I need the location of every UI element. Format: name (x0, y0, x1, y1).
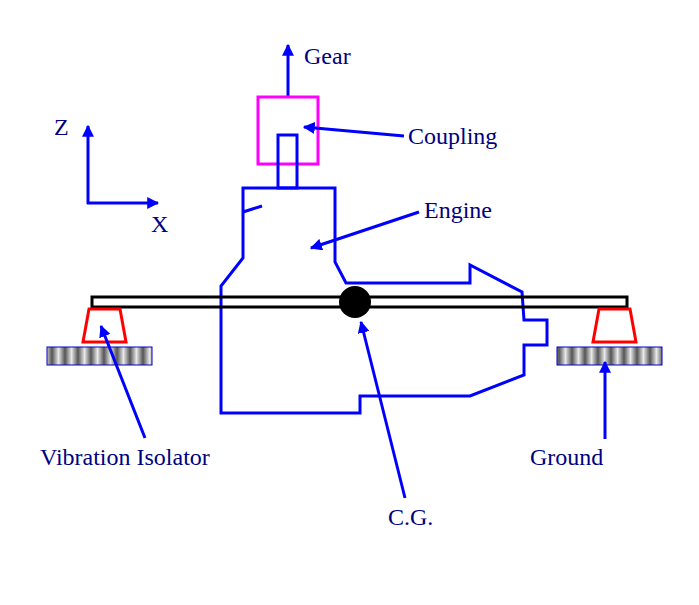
gear-label: Gear (304, 42, 351, 71)
vibration-isolator (593, 309, 636, 342)
center-of-gravity (339, 286, 371, 318)
leader-lines (101, 127, 605, 498)
engine-label: Engine (424, 196, 492, 225)
coupling-box (258, 97, 318, 164)
ground-block (557, 347, 662, 365)
cg-label: C.G. (388, 503, 433, 532)
shaft (278, 135, 297, 188)
gear-arrow (287, 45, 290, 96)
ground-block (47, 347, 152, 365)
axis-label: Z (54, 113, 69, 142)
engine-outline (221, 188, 547, 413)
coupling-label: Coupling (408, 122, 497, 151)
ground-label: Ground (530, 443, 603, 472)
axes (87, 126, 158, 204)
axis-label: X (151, 210, 168, 239)
isolator-label: Vibration Isolator (40, 443, 210, 472)
